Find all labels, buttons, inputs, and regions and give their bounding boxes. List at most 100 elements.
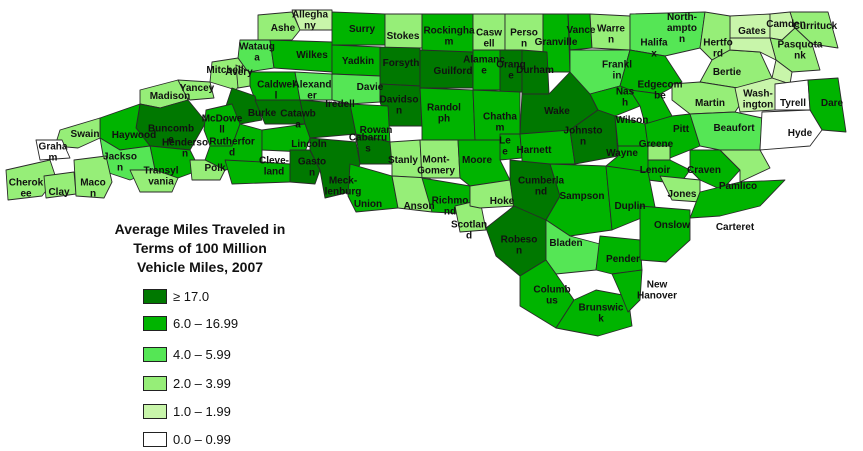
county-label-jones: Jones [668, 189, 697, 200]
county-label-greene: Greene [639, 139, 674, 150]
county-label-ashe: Ashe [271, 23, 296, 34]
county-watauga [237, 39, 275, 73]
county-label-mitchell: Mitchell [206, 65, 243, 76]
legend-item: ≥ 17.0 [143, 286, 209, 306]
county-label-montgomery: Mont-Gomery [417, 155, 455, 177]
county-label-beaufort: Beaufort [713, 123, 755, 134]
county-macon [73, 155, 113, 199]
legend-label: 0.0 – 0.99 [173, 431, 231, 447]
county-label-forsyth: Forsyth [383, 58, 420, 69]
county-label-rowan: Rowan [360, 125, 393, 136]
legend-label: 6.0 – 16.99 [173, 315, 239, 331]
county-label-hoke: Hoke [490, 196, 515, 207]
county-label-bladen: Bladen [549, 238, 582, 249]
county-label-pitt: Pitt [673, 124, 690, 135]
county-label-granville: Granville [535, 37, 578, 48]
county-label-onslow: Onslow [654, 220, 690, 231]
legend-item: 1.0 – 1.99 [143, 401, 231, 421]
county-label-wilkes: Wilkes [296, 50, 328, 61]
county-graham [35, 139, 71, 161]
county-northampton [629, 11, 706, 57]
county-davidson [379, 83, 423, 127]
county-label-avery: Avery [225, 67, 253, 78]
county-transylvania [129, 169, 179, 193]
county-label-lenoir: Lenoir [640, 165, 671, 176]
legend-item: 6.0 – 16.99 [143, 313, 238, 333]
legend-swatch [143, 288, 167, 304]
legend-title: Average Miles Traveled in Terms of 100 M… [100, 220, 300, 277]
county-label-swain: Swain [71, 129, 100, 140]
county-ashe [257, 11, 301, 41]
county-polk [189, 159, 226, 181]
county-label-moore: Moore [462, 155, 492, 166]
county-label-martin: Martin [695, 98, 725, 109]
county-label-camden: Camden [766, 19, 805, 30]
legend-label: 1.0 – 1.99 [173, 403, 231, 419]
county-label-clay: Clay [48, 187, 70, 198]
county-label-iredell: Iredell [325, 99, 355, 110]
legend-item: 4.0 – 5.99 [143, 344, 231, 364]
county-pamlico [719, 149, 771, 183]
legend-title-line: Average Miles Traveled in [114, 221, 286, 237]
county-label-madison: Madison [150, 91, 191, 102]
county-label-bertie: Bertie [713, 67, 742, 78]
county-gaston [289, 149, 321, 185]
county-johnston [569, 109, 619, 165]
county-hertford [699, 11, 731, 61]
legend-title-line: Vehicle Miles, 2007 [136, 259, 264, 275]
county-label-anson: Anson [403, 201, 434, 212]
county-dare [807, 77, 847, 133]
county-label-currituck: Currituck [793, 21, 838, 32]
legend-label: 4.0 – 5.99 [173, 346, 231, 362]
county-label-pender: Pender [606, 254, 640, 265]
county-new-hanover [611, 269, 643, 313]
county-label-sampson: Sampson [559, 191, 604, 202]
county-label-union: Union [354, 199, 382, 210]
county-label-vance: Vance [567, 25, 596, 36]
county-iredell [299, 99, 357, 139]
county-lincoln [261, 123, 311, 153]
county-chowan [729, 37, 777, 61]
county-label-haywood: Haywood [112, 130, 156, 141]
legend-title-line: Terms of 100 Million [133, 240, 267, 256]
legend-item: 2.0 – 3.99 [143, 373, 231, 393]
legend-swatch [143, 403, 167, 419]
county-union [347, 163, 399, 213]
county-label-polk: Polk [204, 163, 226, 174]
county-hyde [759, 109, 823, 151]
county-label-tyrrell: Tyrell [780, 98, 806, 109]
county-label-wake: Wake [544, 106, 570, 117]
legend-item: 0.0 – 0.99 [143, 429, 231, 449]
legend-label: 2.0 – 3.99 [173, 375, 231, 391]
